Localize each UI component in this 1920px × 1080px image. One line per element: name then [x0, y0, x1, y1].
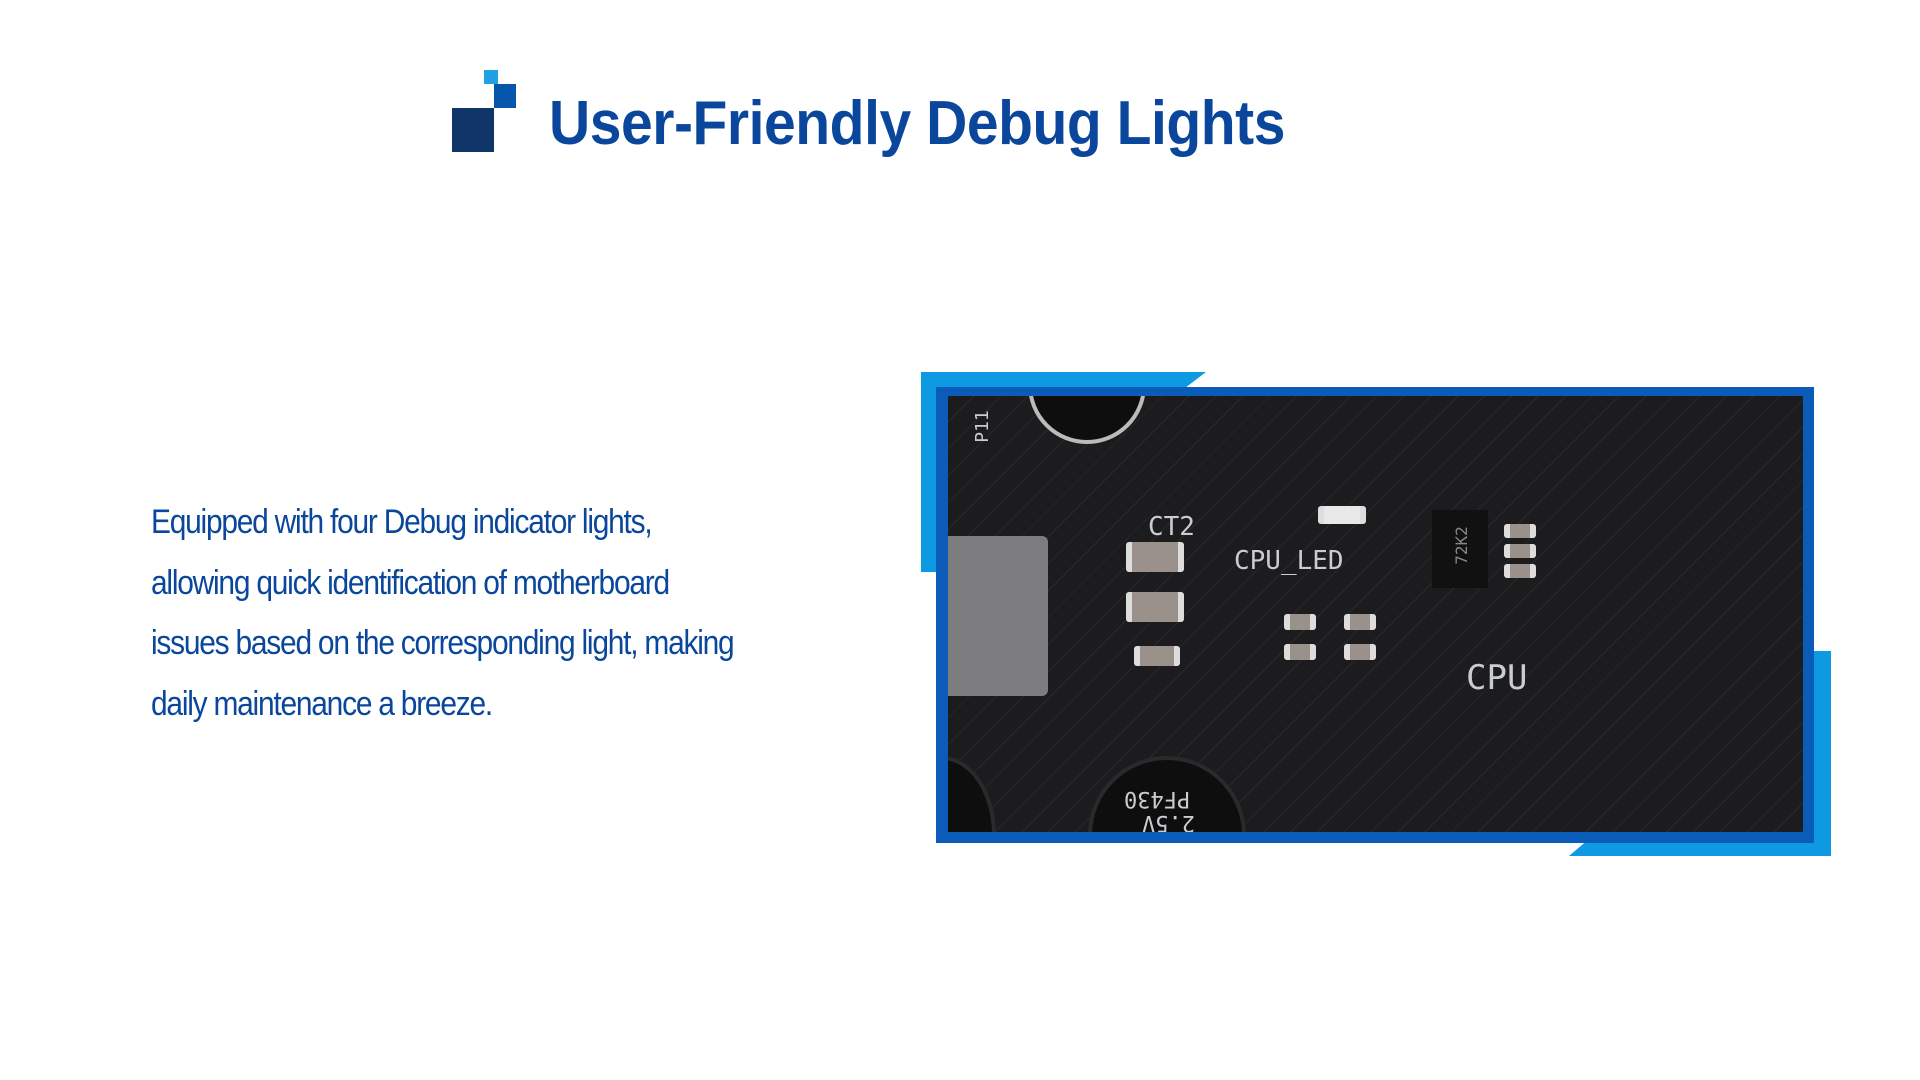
inductor — [948, 536, 1048, 696]
chip — [1432, 510, 1488, 588]
board-label: CPU_LED — [1234, 546, 1344, 576]
brand-logo-icon — [452, 70, 522, 152]
smd-component — [1344, 614, 1376, 630]
screw-hole — [1028, 396, 1146, 444]
cpu-led-light — [1318, 506, 1366, 524]
description-line: Equipped with four Debug indicator light… — [151, 503, 653, 541]
debug-lights-photo: P11 CT2 CPU_LED 72K2 CPU PF430 2.5V — [921, 372, 1831, 856]
board-label: CT2 — [1148, 512, 1195, 542]
board-label: P11 — [971, 410, 993, 443]
smd-component — [1126, 592, 1184, 622]
smd-component — [1134, 646, 1180, 666]
smd-component — [1284, 614, 1316, 630]
capacitor — [948, 756, 996, 832]
description-line: allowing quick identification of motherb… — [151, 563, 670, 602]
description-line: daily maintenance a breeze. — [151, 684, 493, 723]
page-title: User-Friendly Debug Lights — [549, 89, 1285, 158]
smd-component — [1344, 644, 1376, 660]
smd-component — [1126, 542, 1184, 572]
smd-component — [1284, 644, 1316, 660]
motherboard-image: P11 CT2 CPU_LED 72K2 CPU PF430 2.5V — [948, 396, 1803, 832]
description-line: issues based on the corresponding light,… — [151, 624, 735, 662]
board-label: CPU — [1466, 658, 1528, 698]
smd-component — [1504, 564, 1536, 578]
board-label: 72K2 — [1451, 526, 1471, 565]
smd-component — [1504, 544, 1536, 558]
feature-description: Equipped with four Debug indicator light… — [151, 492, 735, 734]
smd-component — [1504, 524, 1536, 538]
board-label: 2.5V — [1142, 810, 1195, 832]
board-label: PF430 — [1124, 786, 1191, 811]
